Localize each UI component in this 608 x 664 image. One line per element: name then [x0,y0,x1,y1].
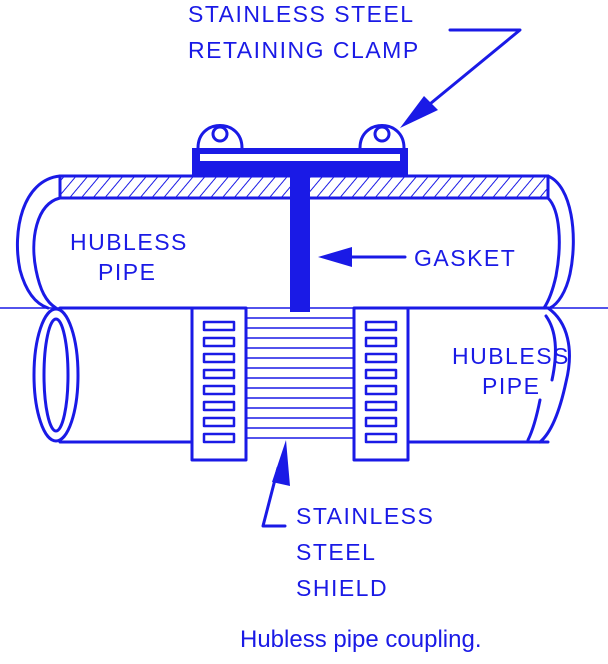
clamp-leader [406,28,522,124]
clamp-band [192,148,408,176]
shield-corrugations [245,317,355,439]
shield-label-line3: SHIELD [296,575,389,601]
left-pipe-label-line2: PIPE [98,259,157,285]
right-pipe-label-line2: PIPE [482,373,541,399]
left-pipe-end [32,307,80,443]
right-pipe-end [538,306,571,444]
band-slots-right [364,320,398,444]
clamp-lug-right [358,124,406,150]
shield-band-right [352,306,410,462]
gasket-label: GASKET [414,245,517,271]
left-pipe-label-line1: HUBLESS [70,229,188,255]
figure-caption: Hubless pipe coupling. [240,626,482,653]
shield-leader [261,466,287,528]
pipe-exterior-lower [32,306,571,444]
band-slots-left [202,320,236,444]
shield-label-line2: STEEL [296,539,377,565]
shield-label-line1: STAINLESS [296,503,435,529]
clamp-lug-left [196,124,244,150]
clamp-label-line1: STAINLESS STEEL [188,1,415,27]
right-pipe-label-line1: HUBLESS [452,343,570,369]
gasket-center-rib [290,176,310,312]
clamp-label-line2: RETAINING CLAMP [188,37,420,63]
